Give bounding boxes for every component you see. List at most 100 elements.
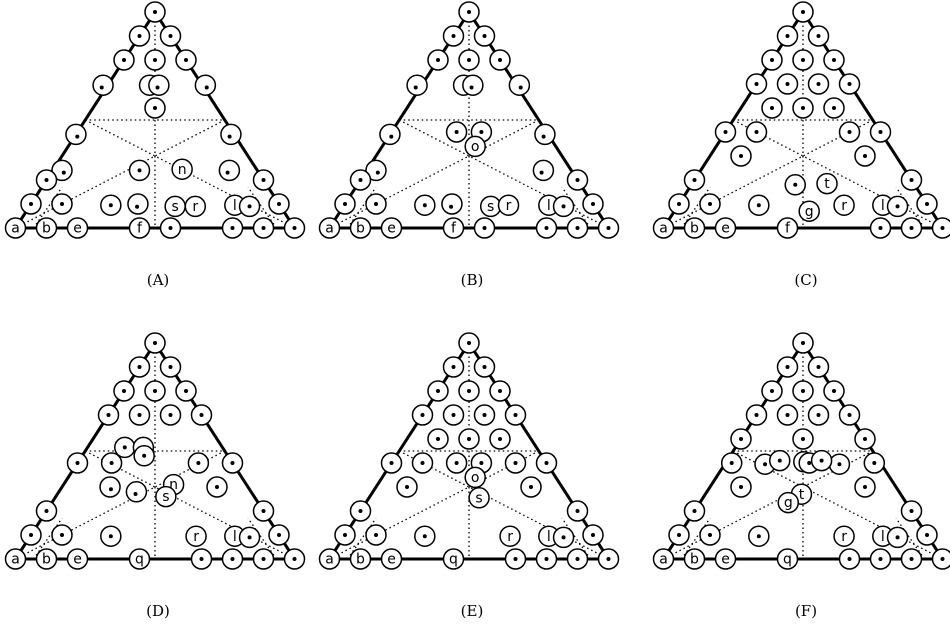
guide-line [732,450,943,560]
disk [365,159,387,182]
disk-center-dot [606,557,611,561]
disk-outline [497,194,520,216]
disk [238,195,261,218]
disk [745,121,768,143]
disk [175,49,197,71]
disk-center-dot [539,170,544,175]
disk-outline [833,525,855,547]
disk [442,404,465,426]
disk [869,121,892,143]
disk-center-dot [529,485,533,489]
disk-outline [534,123,556,146]
disk-center-dot [420,461,425,465]
disk [504,548,527,570]
guide-line [663,450,874,560]
disk-outline [714,548,737,570]
disk-label: r [507,529,513,545]
disk-label: s [487,199,494,215]
disk [144,1,166,23]
disk-outline [379,123,401,146]
disk-outline [220,123,242,146]
disk-center-dot [801,437,805,441]
disk-q: q [442,548,465,570]
disk [535,217,558,239]
disk-e: e [714,217,737,239]
disk-center-dot [807,461,812,465]
disk-outline [380,548,403,570]
disk-center-dot [591,533,595,537]
disk [458,1,480,23]
disk [552,526,575,549]
disk [458,332,480,354]
disk-n: n [171,158,193,180]
disk-center-dot [785,365,790,369]
guide-line [15,119,226,229]
disk-center-dot [739,485,743,489]
disk-center-dot [343,533,347,537]
disk-outline [128,548,151,570]
disk-center-dot [454,130,459,134]
disk [128,356,151,378]
disk-outline [442,217,465,239]
disk [582,193,604,215]
panel-caption: (B) [461,271,484,289]
disk-label: s [475,490,482,506]
disk-center-dot [909,509,914,513]
disk-outline [365,159,387,182]
disk-center-dot [498,389,502,393]
disk-center-dot [137,413,142,417]
disk-center-dot [847,557,852,561]
disk-center-dot [168,413,173,417]
disk-label: q [135,552,144,568]
disk [220,123,242,146]
disk-r: r [833,525,855,547]
disk-center-dot [29,202,33,206]
disk-label: r [841,529,847,545]
disk [51,193,73,215]
disk-outline [499,525,521,547]
disk [473,217,496,239]
disk [720,452,743,474]
disk-center-dot [739,437,743,441]
disk-center-dot [575,557,580,561]
disk-center-dot [155,85,160,90]
guide-line [247,186,278,229]
disk [776,25,799,47]
disk [807,25,830,47]
disk-center-dot [832,389,836,393]
disk [566,169,589,191]
disk [792,97,814,119]
disk-center-dot [60,533,64,537]
disk-center-dot [454,461,459,465]
disk-center-dot [420,413,425,417]
disk-center-dot [872,461,877,465]
disk-center-dot [44,178,49,182]
disk-center-dot [451,365,456,369]
disk-center-dot [137,168,142,173]
disk-center-dot [940,226,945,230]
disk-label: a [325,552,334,568]
disk-e: e [66,548,89,570]
disk-outline [66,217,89,239]
guide-line [15,450,226,560]
disk [51,524,73,546]
disk-center-dot [801,106,805,110]
disk [283,217,306,239]
disk-label: r [841,198,847,214]
disk-outline [185,525,207,547]
disk-center-dot [723,130,728,134]
disk-center-dot [878,130,883,134]
disk-center-dot [61,170,66,175]
disk [792,1,814,23]
disk-center-dot [513,557,518,561]
disk-center-dot [482,365,487,369]
disk-center-dot [479,130,484,134]
disk-center-dot [225,170,230,175]
disk-label: n [169,477,178,493]
disk-center-dot [692,178,697,182]
disk [769,449,791,472]
disk-center-dot [122,58,126,62]
